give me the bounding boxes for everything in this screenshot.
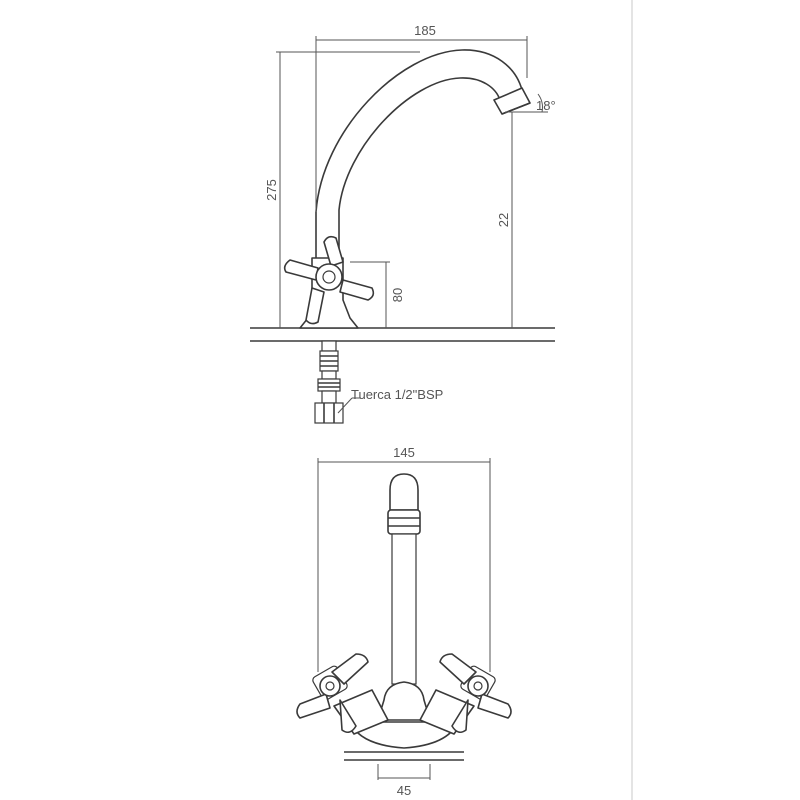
dim-height-label: 275	[264, 179, 279, 201]
dimension-275	[276, 51, 420, 328]
countertop	[250, 327, 555, 342]
front-view: 145	[296, 445, 512, 798]
handle	[283, 235, 375, 325]
spout	[315, 49, 531, 258]
dimension-145	[317, 458, 491, 672]
nut-leader	[337, 397, 353, 414]
front-countertop	[344, 751, 464, 761]
side-view: 185 275 22 80 18° Tuerca 1/2"BSP	[250, 23, 556, 424]
dim-handle-label: 80	[390, 288, 405, 302]
dim-angle-label: 18°	[536, 98, 556, 113]
dimension-185	[315, 36, 528, 212]
dim-spout-label: 22	[496, 213, 511, 227]
right-valve	[419, 653, 512, 735]
left-valve	[296, 653, 389, 735]
front-dim-width-label: 145	[393, 445, 415, 460]
dim-width-label: 185	[414, 23, 436, 38]
front-body	[377, 681, 431, 721]
dimension-45	[377, 764, 431, 780]
front-spout	[387, 473, 421, 685]
dimension-angle	[508, 93, 548, 113]
nut-label: Tuerca 1/2"BSP	[351, 387, 443, 402]
nut	[314, 402, 344, 424]
dimension-80	[350, 261, 390, 328]
supply-pipe	[314, 340, 344, 424]
front-dim-base-label: 45	[397, 783, 411, 798]
